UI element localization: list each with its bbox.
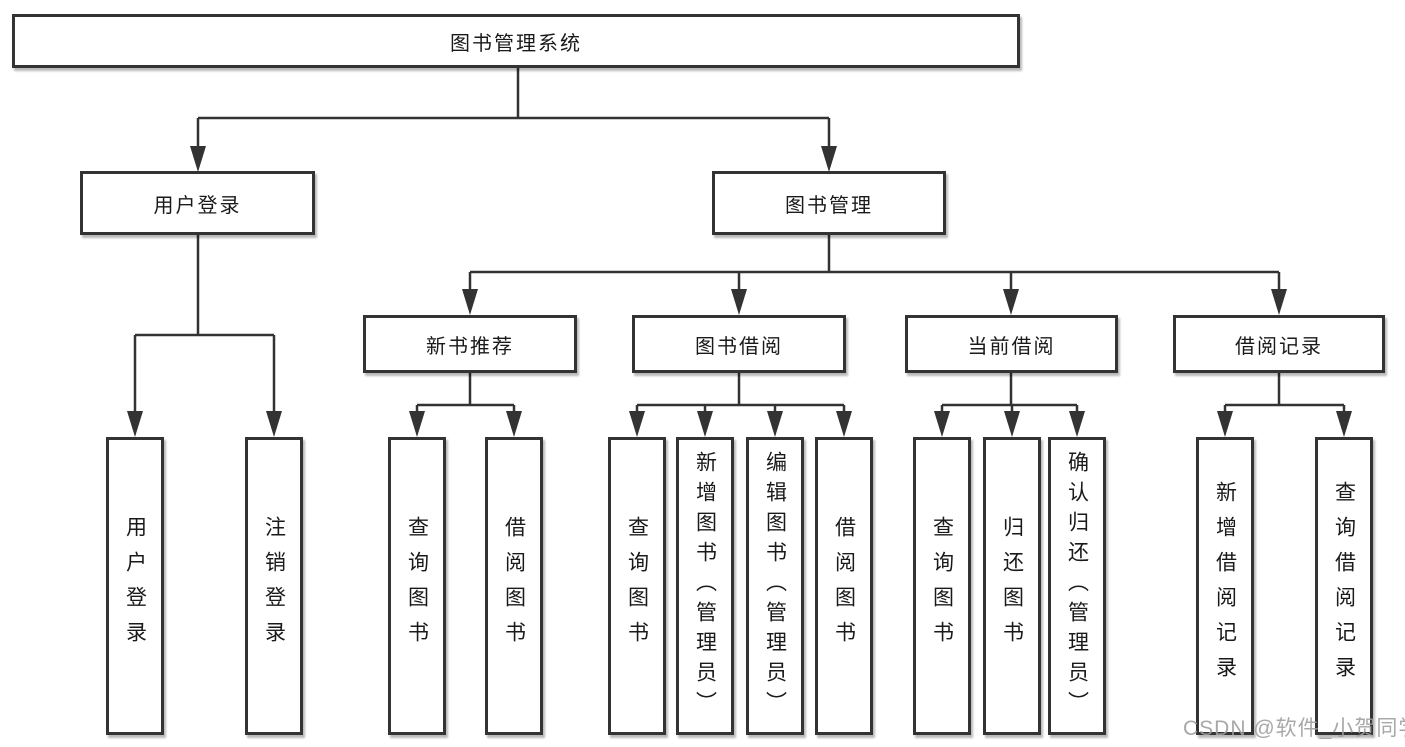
leaf-logout: 注销登录 (245, 437, 303, 735)
node-current-borrowing: 当前借阅 (905, 315, 1118, 373)
node-label: 图书管理 (785, 194, 873, 217)
leaf-query-books-recommend: 查询图书 (388, 437, 446, 735)
node-label: 确认归还（管理员） (1065, 451, 1089, 721)
node-label: 新书推荐 (426, 335, 514, 358)
node-label: 图书管理系统 (450, 32, 582, 55)
node-book-management: 图书管理 (712, 171, 946, 235)
node-book-borrowing: 图书借阅 (632, 315, 846, 373)
leaf-edit-book-admin: 编辑图书（管理员） (746, 437, 804, 735)
node-borrowing-records: 借阅记录 (1173, 315, 1385, 373)
leaf-query-books-borrowing: 查询图书 (608, 437, 666, 735)
node-label: 当前借阅 (967, 335, 1056, 358)
node-label: 注销登录 (262, 516, 286, 656)
csdn-watermark: CSDN @软件_小贺同学 (1183, 717, 1405, 740)
leaf-add-book-admin: 新增图书（管理员） (676, 437, 734, 735)
leaf-confirm-return-admin: 确认归还（管理员） (1048, 437, 1106, 735)
node-label: 查询图书 (930, 516, 954, 656)
node-label: 编辑图书（管理员） (763, 451, 787, 721)
node-label: 借阅图书 (832, 516, 856, 656)
node-label: 归还图书 (1000, 516, 1024, 656)
leaf-add-borrow-record: 新增借阅记录 (1196, 437, 1254, 735)
node-label: 图书借阅 (695, 335, 783, 358)
node-label: 借阅图书 (502, 516, 526, 656)
tree-edges (133, 68, 1346, 413)
node-user-login: 用户登录 (80, 171, 315, 235)
leaf-return-book: 归还图书 (983, 437, 1041, 735)
node-new-book-recommend: 新书推荐 (363, 315, 577, 373)
node-label: 新增借阅记录 (1213, 481, 1237, 691)
node-label: 查询借阅记录 (1332, 481, 1356, 691)
leaf-query-borrow-record: 查询借阅记录 (1315, 437, 1373, 735)
leaf-user-login: 用户登录 (106, 437, 164, 735)
node-label: 用户登录 (153, 194, 242, 217)
node-library-management-system: 图书管理系统 (12, 14, 1020, 68)
leaf-query-books-current: 查询图书 (913, 437, 971, 735)
leaf-borrow-books-borrowing: 借阅图书 (815, 437, 873, 735)
node-label: 新增图书（管理员） (693, 451, 717, 721)
leaf-borrow-books-recommend: 借阅图书 (485, 437, 543, 735)
node-label: 借阅记录 (1235, 335, 1323, 358)
node-label: 查询图书 (625, 516, 649, 656)
arrowheads (127, 146, 1352, 437)
node-label: 查询图书 (405, 516, 429, 656)
node-label: 用户登录 (123, 516, 147, 656)
